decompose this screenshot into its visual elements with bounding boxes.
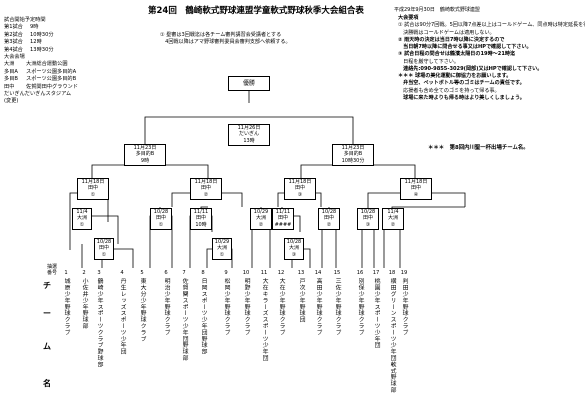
venues-heading: 大会会場 [4, 54, 25, 61]
team-draw-number: 10 [242, 270, 250, 276]
team-name: 別保少年野球クラブ [357, 278, 364, 336]
team-draw-number: 19 [400, 270, 408, 276]
team-name: 横田グリーンスポーツ少年団軟式野球部 [389, 278, 396, 394]
team-name: 大在キラーズスポーツ少年団 [261, 278, 268, 362]
team-name: 桃園少年スポーツ少年団 [373, 278, 380, 349]
rule-line: ① 試合は90分7回戦。5回以降7点差以上はコールドゲーム、同点時は特定延長を行… [398, 22, 585, 29]
rule-line: ＊＊＊ 球場の美化運動に御協力をお願いします。 [398, 73, 512, 79]
team-draw-number: 1 [64, 270, 68, 276]
team-name: 大在少年野球クラブ [278, 278, 285, 336]
umpire-note: ① 塁審は3回戦迄は各チーム審判講習会受講者とする 4回戦以降はアマ野球審判委員… [160, 32, 291, 46]
team-name: 東大分少年野球クラブ [139, 278, 146, 342]
team-draw-number: 8 [201, 270, 205, 276]
venue-stadium: だいぎんだいぎんスタジアム [4, 91, 72, 98]
venue-note: (変更) [4, 98, 19, 105]
team-name: 小佐井少年野球部 [81, 278, 88, 330]
champion-box: 優勝 [228, 76, 270, 91]
team-draw-number: 16 [356, 270, 364, 276]
schedule-heading: 試合開始予定時間 [4, 17, 46, 23]
bracket-line [300, 164, 416, 186]
team-header-char: ー [43, 309, 51, 318]
team-name: 明治少年野球クラブ [163, 278, 170, 336]
rule-line: 日程を厳守して下さい。 [398, 58, 459, 65]
rule-line: ③ 試合日程の問合せは鶴濱太陽日の19時～21時迄 [398, 51, 516, 58]
rule-line: 弁当空、ペットボトル等のゴミはチームの責任です。 [398, 80, 525, 87]
team-name: 高田少年野球クラブ [315, 278, 322, 336]
draw-number-label: 抽選番号 [46, 264, 57, 276]
team-draw-number: 2 [82, 270, 86, 276]
team-draw-number: 12 [277, 270, 285, 276]
team-name: 三佐少年野球クラブ [334, 278, 341, 336]
team-draw-number: 5 [140, 270, 144, 276]
team-draw-number: 17 [372, 270, 380, 276]
team-name: 松岡少年野球クラブ [223, 278, 230, 336]
team-header-char: ム [43, 342, 51, 351]
rule-line: 連絡先:090-9855-3029(岡部)又はHPで確認して下さい。 [398, 65, 543, 72]
date-line: 平成29年9月30日 鶴崎軟式野球連盟 [394, 7, 480, 13]
rule-line: 応援者も含め全てのゴミを持って帰る事。 [398, 87, 500, 94]
team-draw-number: 4 [120, 270, 124, 276]
team-name: 判田少年野球クラブ [401, 278, 408, 336]
footnote: ＊＊＊ 第8回内川聖一杯出場チーム名。 [428, 145, 529, 151]
team-name: 日岡スポーツ少年団野球部 [200, 278, 207, 355]
team-header-char: 名 [43, 379, 51, 388]
team-draw-number: 14 [314, 270, 322, 276]
team-draw-number: 15 [333, 270, 341, 276]
team-draw-number: 6 [164, 270, 168, 276]
team-header-char: チ [43, 281, 51, 290]
rule-line: ② 雨天時の決定は当日7時以降に決定するので [398, 36, 505, 43]
team-name: 明野少年野球クラブ [243, 278, 250, 336]
team-draw-number: 13 [297, 270, 305, 276]
team-name: 城原少年野球クラブ [63, 278, 70, 336]
rule-line: 決勝戦はコールドゲームは適用しない。 [398, 29, 495, 36]
team-draw-number: 3 [97, 270, 101, 276]
team-name: 戸次少年野球団 [298, 278, 305, 323]
page-title: 第24回 鶴崎軟式野球連盟学童軟式野球秋季大会組合表 [148, 6, 364, 16]
rule-line: 当日朝7時以降に問合せる事又はHPで確認して下さい。 [398, 44, 532, 50]
team-name: 佐賀関スポーツ少年団野球部 [181, 278, 188, 362]
team-name: 丹生レッズスポーツ少年団 [119, 278, 126, 355]
rule-line: 球場に来た時よりも帰る時はより美しくしましょう。 [398, 94, 525, 101]
venue-row: 大洲大洲総合運動公園 [4, 61, 68, 68]
team-name: 鶴崎少年スポーツクラブ野球部 [96, 278, 103, 368]
rule-line: 大会要項 [398, 15, 419, 21]
team-draw-number: 11 [260, 270, 268, 276]
venue-row: 田中佐賀関田中グラウンド [4, 83, 78, 90]
team-draw-number: 7 [182, 270, 186, 276]
team-draw-number: 18 [388, 270, 396, 276]
bracket-line [144, 116, 354, 144]
team-draw-number: 9 [224, 270, 228, 276]
